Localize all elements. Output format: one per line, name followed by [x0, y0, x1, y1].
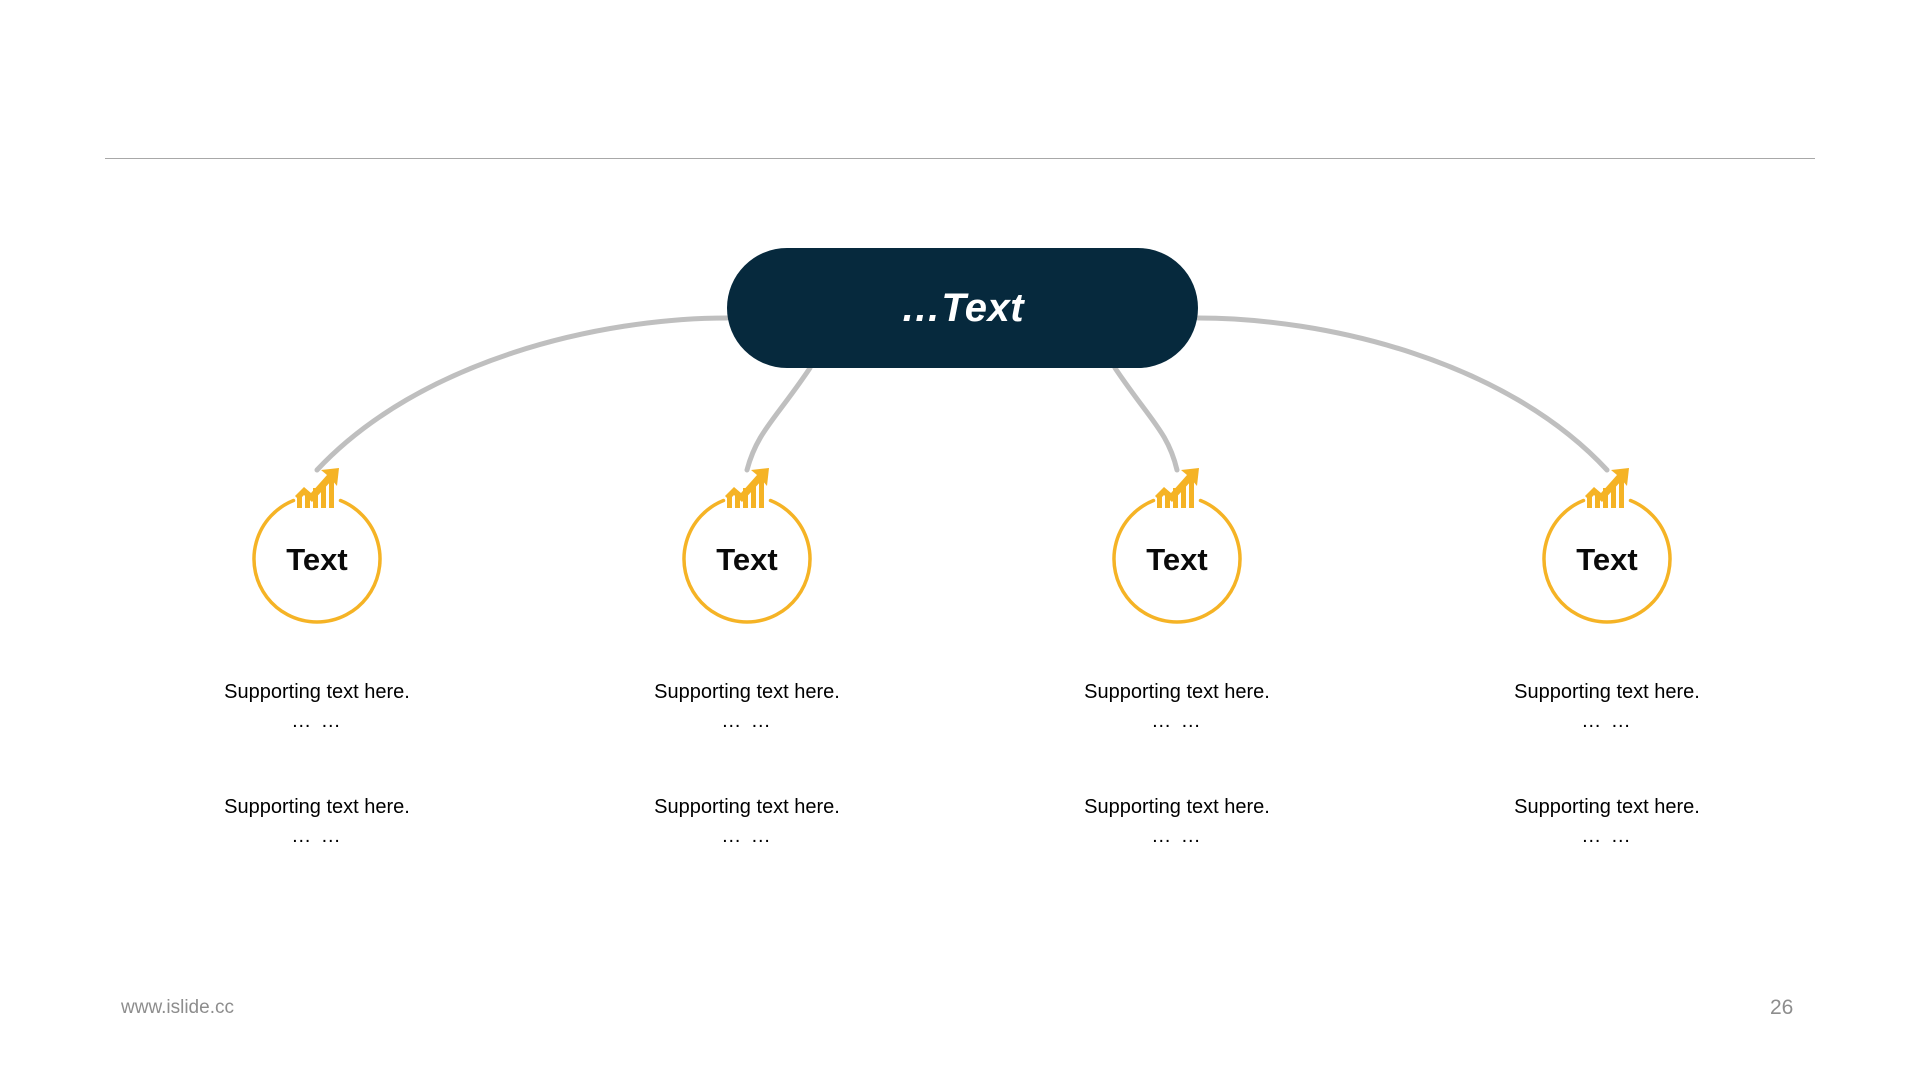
node-ring-4: [1542, 498, 1672, 624]
support-line-2: … …: [1151, 710, 1203, 732]
node-label-1: Text: [286, 541, 348, 577]
support-line-1: Supporting text here.: [654, 681, 840, 703]
connector-to-node-1: [314, 315, 730, 473]
support-line-2: … …: [1151, 825, 1203, 847]
node-column-1: Text Supporting text here. … … Supportin…: [167, 468, 467, 846]
node-label-4: Text: [1576, 541, 1638, 577]
support-line-1: Supporting text here.: [1084, 796, 1270, 818]
node-column-2: Text Supporting text here. … … Supportin…: [597, 468, 897, 846]
support-text-primary-4: Supporting text here. … …: [1457, 682, 1757, 731]
growth-chart-icon: [725, 468, 769, 508]
support-text-secondary-3: Supporting text here. … …: [1027, 797, 1327, 846]
growth-chart-icon: [295, 468, 339, 508]
node-column-3: Text Supporting text here. … … Supportin…: [1027, 468, 1327, 846]
footer-page-number: 26: [1770, 996, 1794, 1019]
support-line-1: Supporting text here.: [654, 796, 840, 818]
support-line-2: … …: [291, 825, 343, 847]
support-line-2: … …: [721, 825, 773, 847]
support-text-primary-3: Supporting text here. … …: [1027, 682, 1327, 731]
support-line-1: Supporting text here.: [224, 681, 410, 703]
support-line-2: … …: [721, 710, 773, 732]
support-line-2: … …: [1581, 825, 1633, 847]
support-text-secondary-2: Supporting text here. … …: [597, 797, 897, 846]
center-topic-pill[interactable]: …Text: [727, 248, 1198, 368]
support-text-secondary-4: Supporting text here. … …: [1457, 797, 1757, 846]
node-label-2: Text: [716, 541, 778, 577]
node-ring-2: [682, 498, 812, 624]
connector-to-node-3: [1112, 365, 1180, 473]
node-circle-4[interactable]: Text: [1536, 468, 1678, 630]
node-circle-3[interactable]: Text: [1106, 468, 1248, 630]
support-line-1: Supporting text here.: [1514, 681, 1700, 703]
node-ring-3: [1112, 498, 1242, 624]
node-circle-2[interactable]: Text: [676, 468, 818, 630]
support-text-secondary-1: Supporting text here. … …: [167, 797, 467, 846]
support-line-1: Supporting text here.: [1514, 796, 1700, 818]
node-column-4: Text Supporting text here. … … Supportin…: [1457, 468, 1757, 846]
node-ring-1: [252, 498, 382, 624]
support-line-1: Supporting text here.: [1084, 681, 1270, 703]
node-label-3: Text: [1146, 541, 1208, 577]
node-circle-1[interactable]: Text: [246, 468, 388, 630]
support-text-primary-1: Supporting text here. … …: [167, 682, 467, 731]
top-divider: [105, 158, 1815, 159]
support-text-primary-2: Supporting text here. … …: [597, 682, 897, 731]
connector-to-node-2: [744, 365, 813, 473]
growth-chart-icon: [1155, 468, 1199, 508]
footer-website-link[interactable]: www.islide.cc: [121, 997, 234, 1018]
connector-to-node-4: [1195, 315, 1610, 473]
center-topic-label: …Text: [900, 286, 1025, 330]
support-line-2: … …: [291, 710, 343, 732]
support-line-2: … …: [1581, 710, 1633, 732]
support-line-1: Supporting text here.: [224, 796, 410, 818]
growth-chart-icon: [1585, 468, 1629, 508]
